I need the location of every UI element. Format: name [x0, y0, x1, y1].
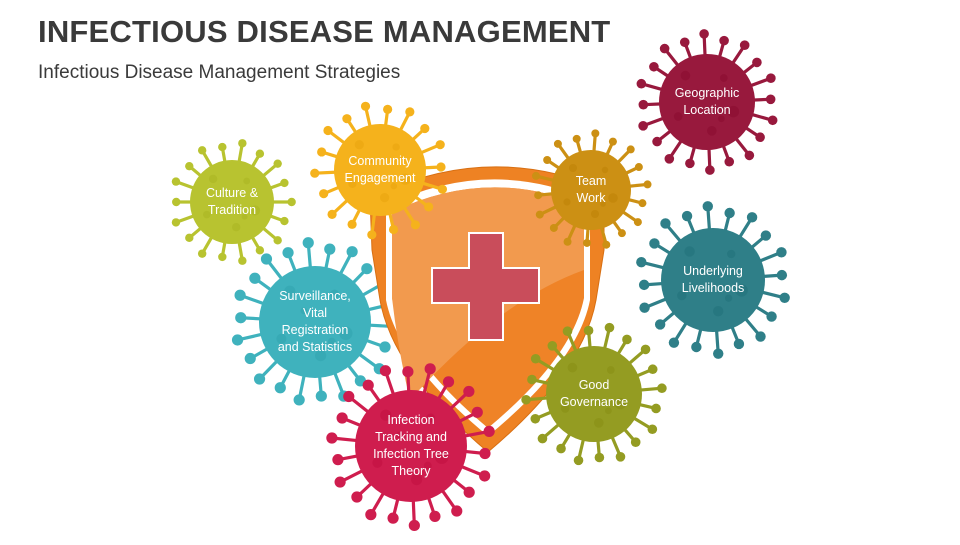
- virus-icon-livelihoods: [636, 201, 790, 359]
- virus-icon-teamwork: [531, 129, 652, 249]
- page-title: INFECTIOUS DISEASE MANAGEMENT: [38, 14, 611, 49]
- virus-icon-surveillance: [231, 237, 400, 406]
- page-subtitle: Infectious Disease Management Strategies: [38, 62, 401, 83]
- shield-icon: [369, 166, 605, 453]
- virus-icon-culture: [171, 139, 296, 265]
- virus-icon-tracking: [326, 363, 495, 532]
- virus-icon-governance: [521, 322, 667, 466]
- virus-icon-geographic: [636, 29, 778, 175]
- virus-icon-community: [310, 101, 448, 240]
- medical-cross-icon: [431, 232, 540, 341]
